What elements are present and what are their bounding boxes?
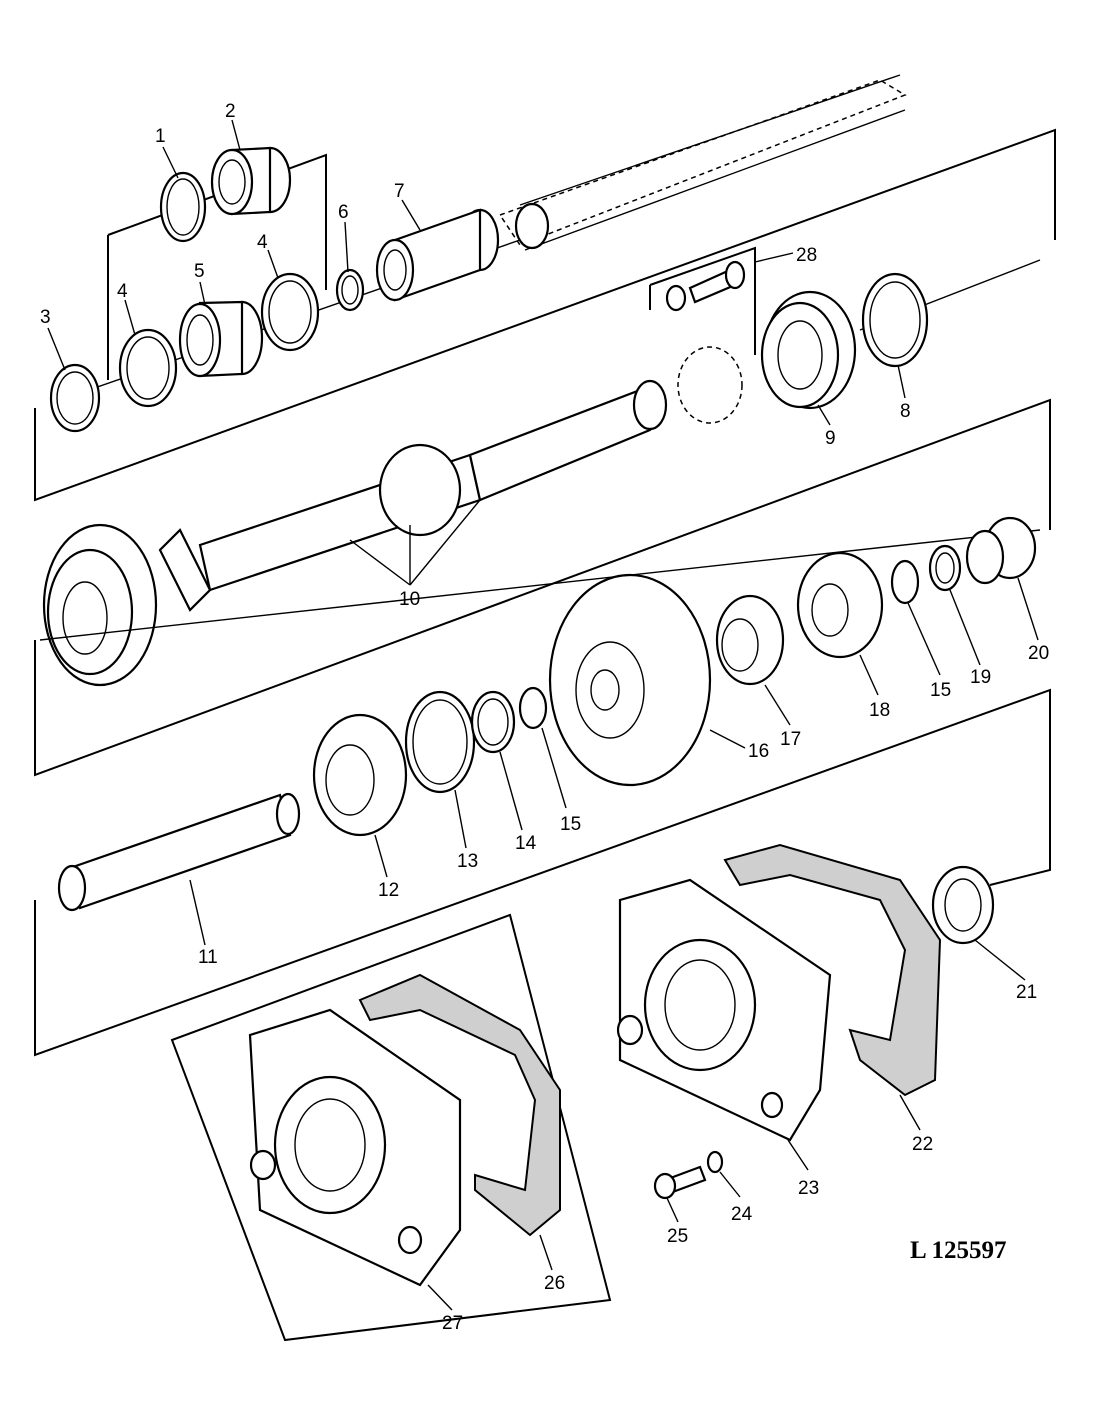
callout-18: 18 bbox=[869, 700, 890, 721]
callout-12: 12 bbox=[378, 880, 399, 901]
housing-27 bbox=[248, 1008, 462, 1287]
callout-15-right: 15 bbox=[930, 680, 951, 701]
snap-ring-4-right bbox=[260, 272, 320, 352]
optional-parts-frame bbox=[170, 913, 612, 1342]
callout-19: 19 bbox=[970, 667, 991, 688]
shaft-11 bbox=[57, 792, 301, 912]
callout-11: 11 bbox=[198, 947, 218, 968]
leader-lines bbox=[47, 119, 1039, 1311]
sleeve-7 bbox=[375, 208, 500, 302]
background-shaft bbox=[498, 74, 907, 251]
snap-ring-8 bbox=[861, 272, 929, 368]
needle-bearing-2 bbox=[210, 146, 292, 216]
housing-23 bbox=[616, 878, 832, 1142]
needle-bearing-5 bbox=[178, 300, 264, 378]
callout-5: 5 bbox=[194, 261, 205, 282]
snap-ring-13 bbox=[404, 690, 476, 794]
callout-23: 23 bbox=[798, 1178, 819, 1199]
callout-3: 3 bbox=[40, 307, 51, 328]
figure-reference-number: L 125597 bbox=[910, 1237, 1007, 1264]
callout-4-right: 4 bbox=[257, 232, 268, 253]
callout-16: 16 bbox=[748, 741, 769, 762]
input-shaft-10 bbox=[158, 379, 668, 612]
callout-10: 10 bbox=[399, 589, 420, 610]
needle-bearing-20 bbox=[965, 516, 1037, 585]
callout-7: 7 bbox=[394, 181, 405, 202]
snap-ring-4-left bbox=[118, 328, 178, 408]
bearing-dashed bbox=[677, 346, 743, 424]
assembly-frame-lower bbox=[34, 529, 1051, 1057]
ball-bearing-9 bbox=[760, 290, 857, 410]
snap-ring-3 bbox=[49, 363, 101, 433]
callout-9: 9 bbox=[825, 428, 836, 449]
snap-ring-14 bbox=[470, 690, 516, 754]
callout-27: 27 bbox=[442, 1313, 463, 1334]
gasket-22 bbox=[723, 843, 942, 1097]
gear-10 bbox=[42, 523, 158, 687]
gear-16 bbox=[548, 573, 712, 787]
callout-6: 6 bbox=[338, 202, 349, 223]
callout-24: 24 bbox=[731, 1204, 753, 1225]
callout-28: 28 bbox=[796, 245, 817, 266]
washer-19 bbox=[928, 544, 962, 592]
callout-1: 1 bbox=[155, 126, 166, 147]
callout-26: 26 bbox=[544, 1273, 565, 1294]
callout-20: 20 bbox=[1028, 643, 1049, 664]
ball-bearing-12 bbox=[312, 713, 408, 837]
gasket-26 bbox=[358, 973, 561, 1237]
callout-14: 14 bbox=[515, 833, 537, 854]
bolt-washer-28 bbox=[665, 260, 746, 312]
callout-22: 22 bbox=[912, 1134, 933, 1155]
snap-ring-15-right bbox=[890, 559, 920, 605]
callout-15-left: 15 bbox=[560, 814, 581, 835]
callout-2: 2 bbox=[225, 101, 236, 122]
callout-8: 8 bbox=[900, 401, 911, 422]
callout-25: 25 bbox=[667, 1226, 688, 1247]
collar-18 bbox=[796, 551, 884, 659]
hub-17 bbox=[715, 594, 785, 686]
bolt-25 bbox=[653, 1165, 707, 1200]
seal-21 bbox=[931, 865, 995, 945]
snap-ring-15-left bbox=[518, 686, 548, 730]
callout-13: 13 bbox=[457, 851, 478, 872]
callouts: 1 2 3 4 4 5 6 7 8 9 10 11 12 13 14 15 15… bbox=[40, 101, 1049, 1334]
callout-21: 21 bbox=[1016, 982, 1037, 1003]
snap-ring-1 bbox=[159, 171, 207, 243]
washer-24 bbox=[706, 1150, 724, 1174]
snap-ring-6 bbox=[335, 268, 365, 312]
callout-17: 17 bbox=[780, 729, 801, 750]
callout-4-left: 4 bbox=[117, 281, 128, 302]
